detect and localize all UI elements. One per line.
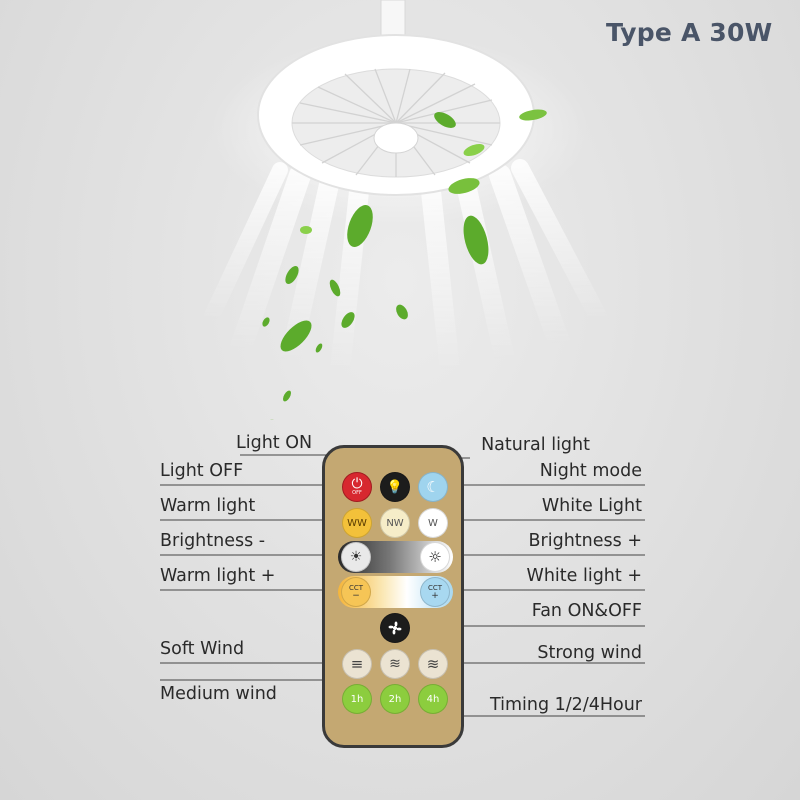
label-fan-on-off: Fan ON&OFF xyxy=(531,601,642,621)
label-white-light: White Light xyxy=(541,496,642,516)
cct-minus-sign: − xyxy=(352,590,360,601)
cct-minus-label: CCT xyxy=(348,583,364,592)
label-timing: Timing 1/2/4Hour xyxy=(489,695,642,715)
label-brightness-minus: Brightness - xyxy=(160,531,266,551)
leaves xyxy=(262,109,547,420)
label-soft-wind: Soft Wind xyxy=(160,639,245,659)
white-light-plus-button[interactable]: CCT + xyxy=(420,577,450,607)
brightness-minus-button[interactable]: ☀ xyxy=(341,542,371,572)
label-night-mode: Night mode xyxy=(539,461,642,481)
label-warm-light: Warm light xyxy=(160,496,256,516)
label-strong-wind: Strong wind xyxy=(537,643,642,663)
label-natural-light: Natural light xyxy=(481,435,590,455)
label-white-light-plus: White light + xyxy=(526,566,642,586)
bulb-icon: 💡 xyxy=(386,479,404,495)
label-medium-wind: Medium wind xyxy=(160,684,277,704)
wind-soft-icon: ≡ xyxy=(350,655,364,673)
remote-control: ⏻ OFF 💡 ☾ WW NW W ☀ ☼ CCT − CCT + ≡ xyxy=(322,445,464,748)
fan-on-off-button[interactable] xyxy=(380,613,410,643)
brightness-high-icon: ☼ xyxy=(428,548,442,566)
timer-4h-button[interactable]: 4h xyxy=(418,684,448,714)
timer-2h-button[interactable]: 2h xyxy=(380,684,410,714)
light-off-button[interactable]: ⏻ OFF xyxy=(342,472,372,502)
brightness-plus-button[interactable]: ☼ xyxy=(420,542,450,572)
fan-hub xyxy=(373,122,419,154)
timer-1h-button[interactable]: 1h xyxy=(342,684,372,714)
airflow-streaks xyxy=(202,159,609,386)
fan-icon xyxy=(388,621,402,635)
light-on-button[interactable]: 💡 xyxy=(380,472,410,502)
label-light-off: Light OFF xyxy=(160,461,244,481)
medium-wind-button[interactable]: ≋ xyxy=(380,649,410,679)
brightness-low-icon: ☀ xyxy=(349,549,363,565)
strong-wind-button[interactable]: ≋ xyxy=(418,649,448,679)
moon-icon: ☾ xyxy=(426,478,440,496)
off-label: OFF xyxy=(352,490,362,496)
wind-medium-icon: ≋ xyxy=(389,656,401,672)
white-light-button[interactable]: W xyxy=(418,508,448,538)
warm-light-button[interactable]: WW xyxy=(342,508,372,538)
soft-wind-button[interactable]: ≡ xyxy=(342,649,372,679)
ceiling-fan-illustration xyxy=(202,0,609,420)
natural-light-button[interactable]: NW xyxy=(380,508,410,538)
wind-strong-icon: ≋ xyxy=(426,655,440,673)
mount-rod xyxy=(380,0,406,37)
cct-plus-label: CCT xyxy=(427,583,443,592)
label-warm-light-plus: Warm light + xyxy=(160,566,276,586)
warm-light-plus-button[interactable]: CCT − xyxy=(341,577,371,607)
night-mode-button[interactable]: ☾ xyxy=(418,472,448,502)
cct-plus-sign: + xyxy=(431,590,439,601)
label-light-on: Light ON xyxy=(236,433,313,453)
label-brightness-plus: Brightness + xyxy=(528,531,642,551)
product-title: Type A 30W xyxy=(606,18,773,47)
power-icon: ⏻ xyxy=(351,476,363,492)
